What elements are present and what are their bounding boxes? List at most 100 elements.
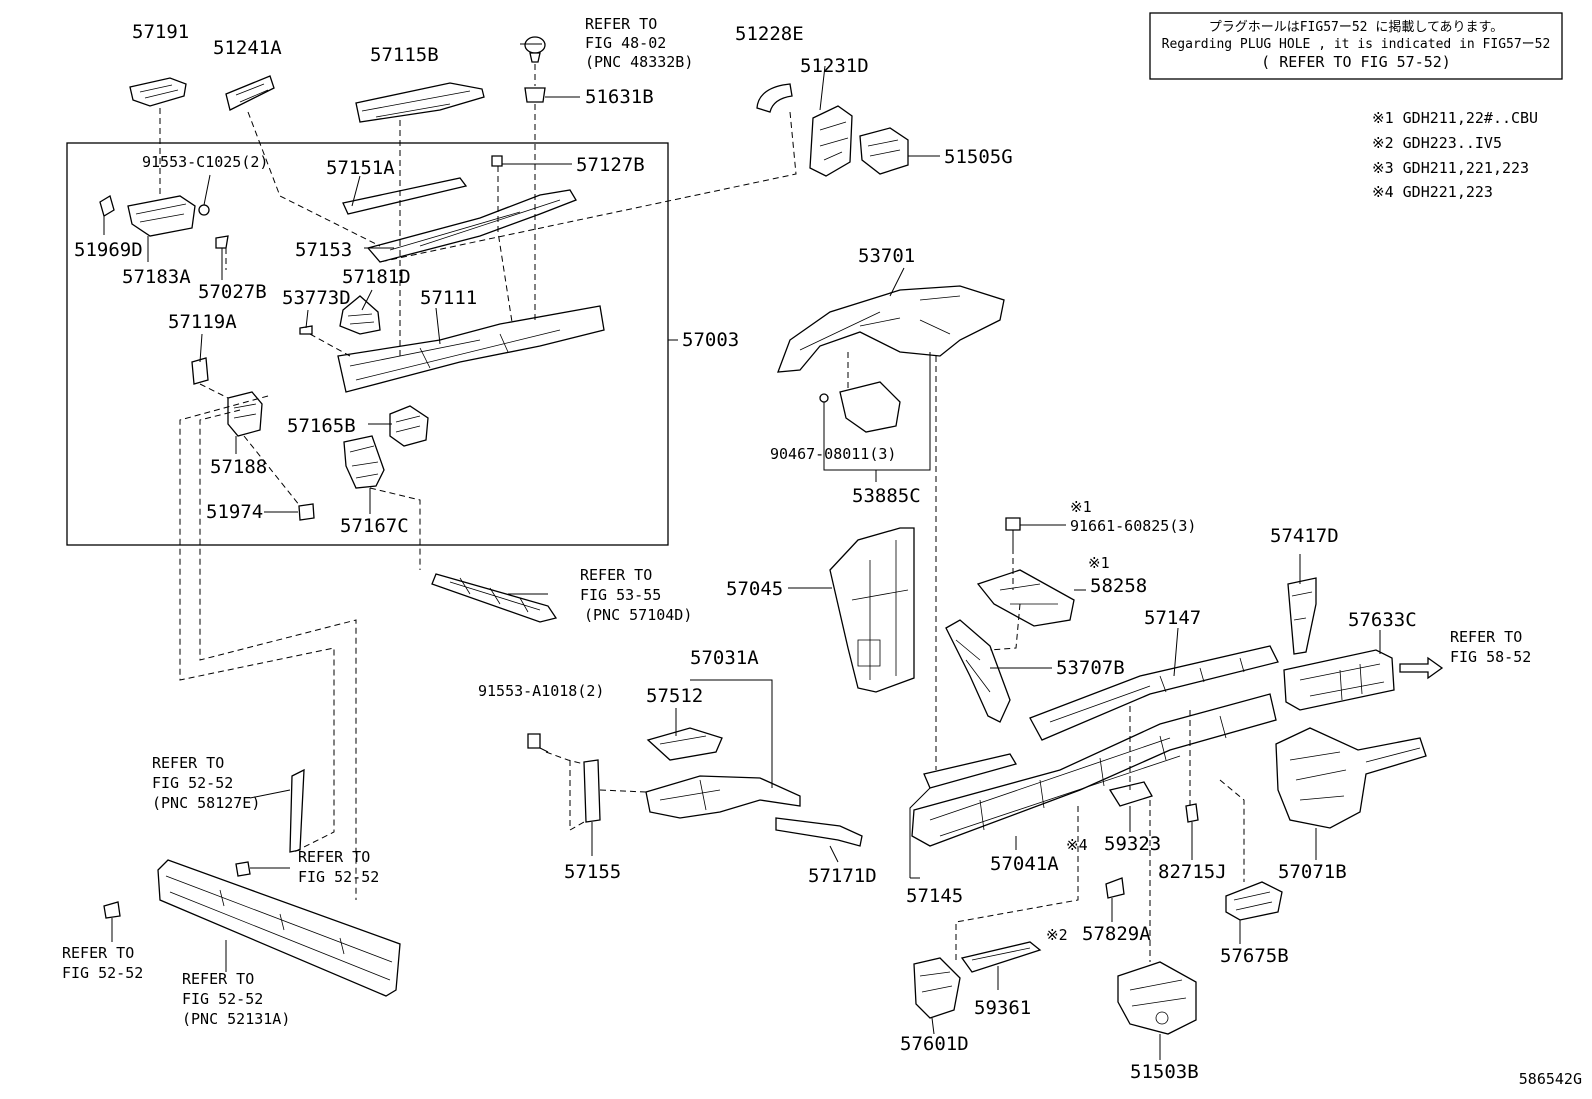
- applicability-4: ※4 GDH221,223: [1372, 183, 1493, 201]
- label-57119A: 57119A: [168, 311, 237, 333]
- svg-text:FIG 53-55: FIG 53-55: [580, 586, 661, 604]
- refer-to-fig-52-52-pnc-52131a[interactable]: REFER TO FIG 52-52 (PNC 52131A): [182, 970, 290, 1028]
- part-53885C[interactable]: [819, 381, 901, 433]
- part-53773D[interactable]: [299, 325, 313, 335]
- part-53701[interactable]: [777, 285, 1005, 373]
- part-57167C[interactable]: [343, 435, 385, 489]
- part-51631B[interactable]: [524, 36, 546, 103]
- part-57829A[interactable]: [1105, 877, 1125, 899]
- label-59323: 59323: [1104, 833, 1161, 855]
- part-57188[interactable]: [227, 391, 263, 437]
- label-51505G: 51505G: [944, 146, 1013, 168]
- part-91553-A1018-bolt[interactable]: [527, 733, 549, 753]
- note-line-japanese: プラグホールはFIG57ー52 に掲載してあります。: [1209, 19, 1504, 35]
- label-91553-A1018: 91553-A1018(2): [478, 682, 604, 700]
- part-91661-bolt[interactable]: [1005, 517, 1021, 548]
- refer-to-fig-58-52[interactable]: REFER TO FIG 58-52: [1450, 628, 1531, 666]
- refer-to-fig-52-52-pnc-58127e[interactable]: REFER TO FIG 52-52 (PNC 58127E): [152, 754, 260, 812]
- part-51974[interactable]: [298, 503, 315, 521]
- label-53885C: 53885C: [852, 485, 921, 507]
- part-51505G[interactable]: [859, 127, 909, 175]
- svg-text:REFER TO: REFER TO: [580, 566, 652, 584]
- part-57151A[interactable]: [342, 177, 468, 215]
- part-57165B[interactable]: [389, 405, 429, 447]
- label-57045: 57045: [726, 578, 783, 600]
- label-51631B: 51631B: [585, 86, 654, 108]
- label-57829A: 57829A: [1082, 923, 1151, 945]
- part-57155[interactable]: [583, 759, 601, 823]
- part-57027B[interactable]: [215, 235, 229, 249]
- mark-2-57829A: ※2: [1046, 926, 1068, 944]
- part-57147[interactable]: [1029, 645, 1279, 741]
- label-57145: 57145: [906, 885, 963, 907]
- part-57171D[interactable]: [775, 817, 863, 847]
- svg-text:FIG 52-52: FIG 52-52: [62, 964, 143, 982]
- label-57151A: 57151A: [326, 157, 395, 179]
- part-51231D[interactable]: [809, 105, 853, 177]
- part-51228E[interactable]: [756, 83, 793, 113]
- part-57183A[interactable]: [127, 195, 210, 237]
- part-57115B[interactable]: [355, 82, 485, 123]
- label-53707B: 53707B: [1056, 657, 1125, 679]
- part-51241A[interactable]: [225, 75, 275, 111]
- part-57119A[interactable]: [191, 357, 209, 385]
- part-57601D[interactable]: [913, 957, 961, 1019]
- label-57633C: 57633C: [1348, 609, 1417, 631]
- label-57188: 57188: [210, 456, 267, 478]
- part-57181D[interactable]: [339, 295, 381, 335]
- part-bolt-fig-52-52-upper[interactable]: [235, 861, 251, 877]
- label-58258: 58258: [1090, 575, 1147, 597]
- label-57191: 57191: [132, 21, 189, 43]
- part-57633C[interactable]: [1283, 649, 1395, 711]
- part-51969D[interactable]: [99, 195, 115, 217]
- svg-text:REFER TO: REFER TO: [298, 848, 370, 866]
- refer-to-fig-53-55[interactable]: REFER TO FIG 53-55 (PNC 57104D): [580, 566, 692, 624]
- part-57512[interactable]: [646, 727, 723, 761]
- label-90467-08011: 90467-08011(3): [770, 445, 896, 463]
- label-57111: 57111: [420, 287, 477, 309]
- note-box-frame: [1149, 12, 1563, 80]
- svg-text:(PNC 58127E): (PNC 58127E): [152, 794, 260, 812]
- part-51503B[interactable]: [1117, 961, 1197, 1035]
- refer-to-fig-48-02[interactable]: REFER TO FIG 48-02 (PNC 48332B): [585, 15, 693, 71]
- part-82715J[interactable]: [1185, 803, 1199, 823]
- svg-text:REFER TO: REFER TO: [585, 15, 657, 33]
- part-57031A-rail[interactable]: [645, 775, 801, 819]
- part-57111[interactable]: [337, 305, 605, 393]
- label-57115B: 57115B: [370, 44, 439, 66]
- part-57045[interactable]: [829, 527, 915, 693]
- refer-to-fig-52-52-lower-bolt[interactable]: REFER TO FIG 52-52: [62, 944, 143, 982]
- part-57127B[interactable]: [491, 155, 503, 167]
- label-57127B: 57127B: [576, 154, 645, 176]
- part-57104D-floor-panel[interactable]: [431, 573, 558, 623]
- svg-text:FIG 58-52: FIG 58-52: [1450, 648, 1531, 666]
- part-59361[interactable]: [960, 941, 1042, 973]
- label-91661-60825: 91661-60825(3): [1070, 517, 1196, 535]
- part-58127E[interactable]: [289, 768, 305, 853]
- part-57191[interactable]: [129, 77, 187, 107]
- part-53707B[interactable]: [945, 619, 1011, 723]
- refer-to-fig-52-52-upper-bolt[interactable]: REFER TO FIG 52-52: [298, 848, 379, 886]
- part-bolt-fig-52-52-lower[interactable]: [103, 901, 121, 919]
- part-57675B[interactable]: [1225, 881, 1283, 921]
- label-57417D: 57417D: [1270, 525, 1339, 547]
- mark-1-bolt: ※1: [1070, 498, 1092, 516]
- part-57417D[interactable]: [1287, 577, 1317, 655]
- part-57041A[interactable]: [911, 693, 1277, 847]
- part-number-labels: 57191 51241A 57115B 51631B 51228E 51231D…: [74, 21, 1417, 1083]
- svg-text:REFER TO: REFER TO: [152, 754, 224, 772]
- label-51241A: 51241A: [213, 37, 282, 59]
- applicability-1: ※1 GDH211,22#..CBU: [1372, 109, 1538, 127]
- label-53773D: 53773D: [282, 287, 351, 309]
- part-57145[interactable]: [923, 753, 1017, 789]
- svg-text:FIG 52-52: FIG 52-52: [182, 990, 263, 1008]
- plug-hole-note: プラグホールはFIG57ー52 に掲載してあります。 Regarding PLU…: [1149, 12, 1563, 80]
- part-52131A-bumper-reinforcement[interactable]: [157, 859, 401, 997]
- label-57601D: 57601D: [900, 1033, 969, 1055]
- label-57031A: 57031A: [690, 647, 759, 669]
- part-59323[interactable]: [1108, 781, 1153, 807]
- label-57181D: 57181D: [342, 266, 411, 288]
- part-57071B[interactable]: [1275, 727, 1427, 829]
- part-58258[interactable]: [976, 569, 1075, 627]
